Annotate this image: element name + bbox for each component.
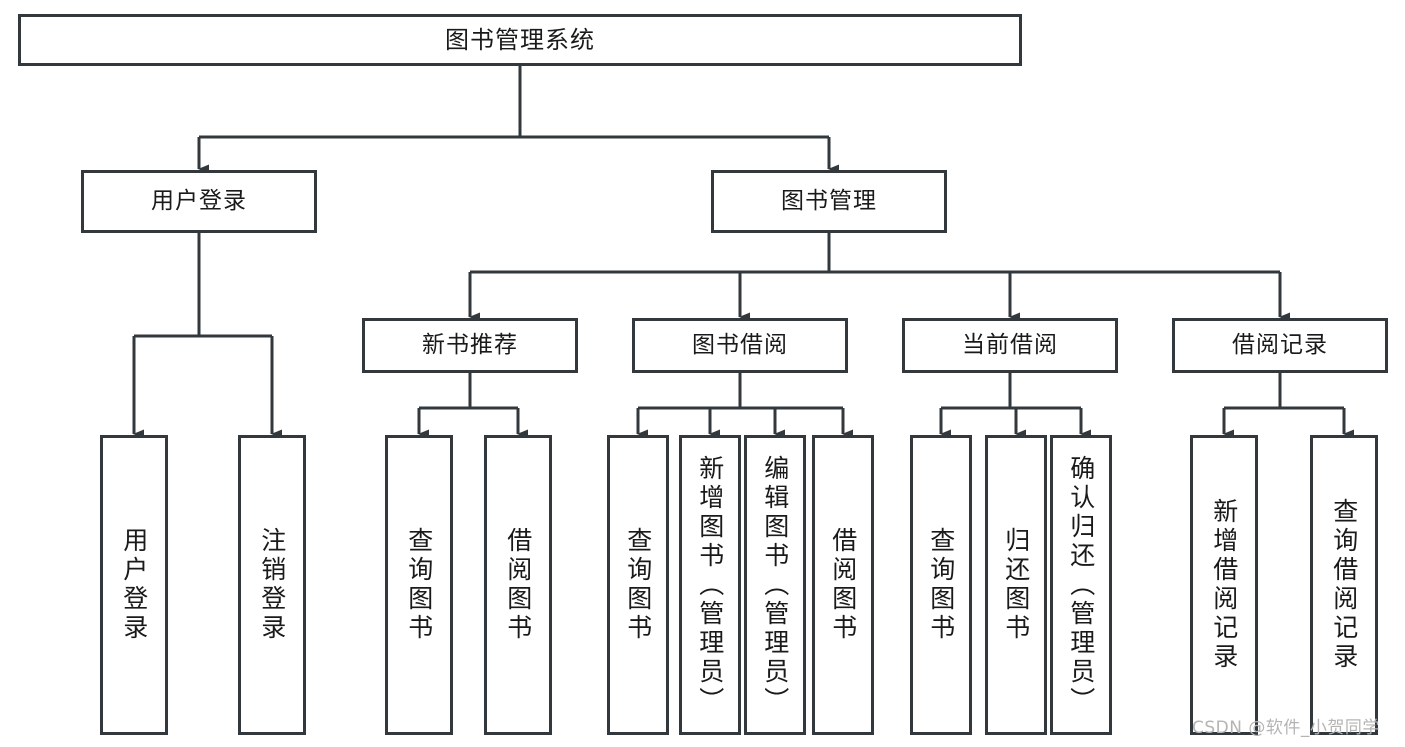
- leaf-return-book[interactable]: 归还图书: [985, 435, 1047, 735]
- leaf-query-book-1[interactable]: 查询图书: [385, 435, 453, 735]
- node-book-manage[interactable]: 图书管理: [711, 170, 947, 233]
- node-new-book-recommend-label: 新书推荐: [422, 331, 518, 358]
- leaf-user-login-label: 用户登录: [119, 527, 149, 643]
- leaf-borrow-book-1-label: 借阅图书: [503, 527, 533, 643]
- leaf-query-book-2-label: 查询图书: [623, 527, 653, 643]
- leaf-query-book-2[interactable]: 查询图书: [607, 435, 669, 735]
- leaf-add-book[interactable]: 新增图书（管理员）: [679, 435, 741, 735]
- watermark: CSDN @软件_小贺同学: [1192, 718, 1380, 738]
- node-borrow-record[interactable]: 借阅记录: [1172, 318, 1388, 373]
- leaf-borrow-book-2-label: 借阅图书: [828, 527, 858, 643]
- leaf-query-borrow-record[interactable]: 查询借阅记录: [1310, 435, 1378, 735]
- node-book-borrow-label: 图书借阅: [692, 331, 788, 358]
- node-user-login[interactable]: 用户登录: [81, 170, 317, 233]
- leaf-borrow-book-2[interactable]: 借阅图书: [812, 435, 874, 735]
- leaf-add-book-label: 新增图书（管理员）: [695, 454, 725, 716]
- leaf-add-borrow-record[interactable]: 新增借阅记录: [1190, 435, 1258, 735]
- leaf-add-borrow-record-label: 新增借阅记录: [1209, 498, 1239, 672]
- node-new-book-recommend[interactable]: 新书推荐: [362, 318, 578, 373]
- leaf-query-book-3[interactable]: 查询图书: [910, 435, 972, 735]
- leaf-confirm-return-label: 确认归还（管理员）: [1066, 454, 1096, 716]
- node-current-borrow-label: 当前借阅: [962, 331, 1058, 358]
- node-root[interactable]: 图书管理系统: [18, 14, 1022, 66]
- leaf-confirm-return[interactable]: 确认归还（管理员）: [1050, 435, 1112, 735]
- leaf-return-book-label: 归还图书: [1001, 527, 1031, 643]
- leaf-logout[interactable]: 注销登录: [238, 435, 306, 735]
- node-current-borrow[interactable]: 当前借阅: [902, 318, 1118, 373]
- leaf-logout-label: 注销登录: [257, 527, 287, 643]
- leaf-query-book-3-label: 查询图书: [926, 527, 956, 643]
- node-borrow-record-label: 借阅记录: [1232, 331, 1328, 358]
- leaf-query-book-1-label: 查询图书: [404, 527, 434, 643]
- leaf-user-login[interactable]: 用户登录: [100, 435, 168, 735]
- leaf-borrow-book-1[interactable]: 借阅图书: [484, 435, 552, 735]
- node-book-manage-label: 图书管理: [781, 187, 877, 214]
- leaf-edit-book[interactable]: 编辑图书（管理员）: [744, 435, 806, 735]
- node-root-label: 图书管理系统: [445, 25, 595, 54]
- node-user-login-label: 用户登录: [151, 187, 247, 214]
- leaf-edit-book-label: 编辑图书（管理员）: [760, 454, 790, 716]
- node-book-borrow[interactable]: 图书借阅: [632, 318, 848, 373]
- leaf-query-borrow-record-label: 查询借阅记录: [1329, 498, 1359, 672]
